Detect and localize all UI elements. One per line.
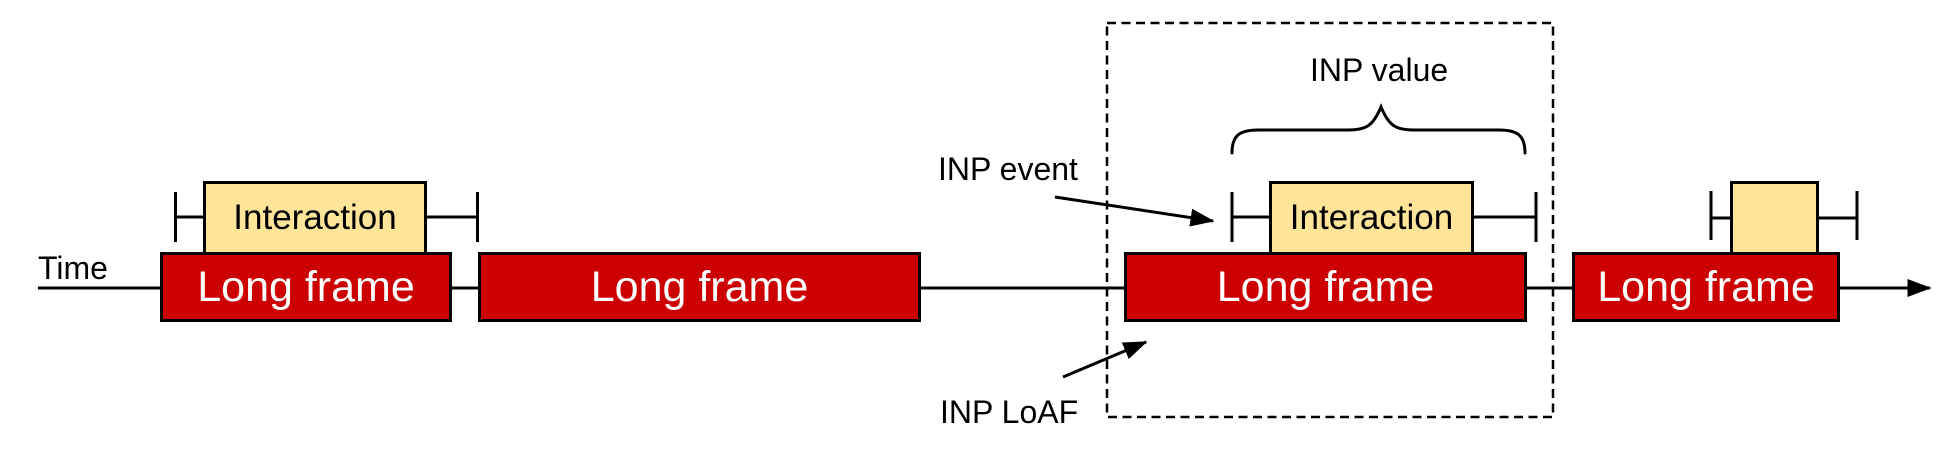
long-frame-label: Long frame (590, 262, 809, 311)
interaction-2-range-ticks (1230, 192, 1538, 242)
long-frame-label: Long frame (197, 262, 415, 311)
long-frame-box-1: Long frame (160, 252, 452, 322)
inp-event-label: INP event (938, 151, 1078, 187)
interaction-3-range-ticks (1709, 191, 1859, 240)
interaction-label: Interaction (1289, 198, 1454, 237)
inp-event-arrow (1054, 195, 1215, 227)
long-frame-box-2: Long frame (478, 252, 921, 322)
long-frame-label: Long frame (1216, 262, 1435, 311)
inp-loaf-label: INP LoAF (940, 394, 1079, 430)
interaction-1-range-ticks (174, 192, 479, 242)
interaction-box-3 (1730, 181, 1819, 255)
long-frame-label: Long frame (1597, 262, 1815, 311)
inp-loaf-arrow (1062, 340, 1148, 379)
time-axis-label: Time (38, 250, 108, 286)
long-frame-box-4: Long frame (1572, 252, 1840, 322)
interaction-label: Interaction (233, 198, 397, 237)
inp-value-brace (1230, 103, 1527, 155)
long-frame-box-3-inp-loaf: Long frame (1124, 252, 1527, 322)
interaction-box-1: Interaction (203, 181, 427, 255)
inp-value-label: INP value (1310, 52, 1449, 88)
inp-loaf-highlight-rect (1105, 21, 1555, 419)
interaction-box-2-inp-event: Interaction (1269, 181, 1474, 255)
